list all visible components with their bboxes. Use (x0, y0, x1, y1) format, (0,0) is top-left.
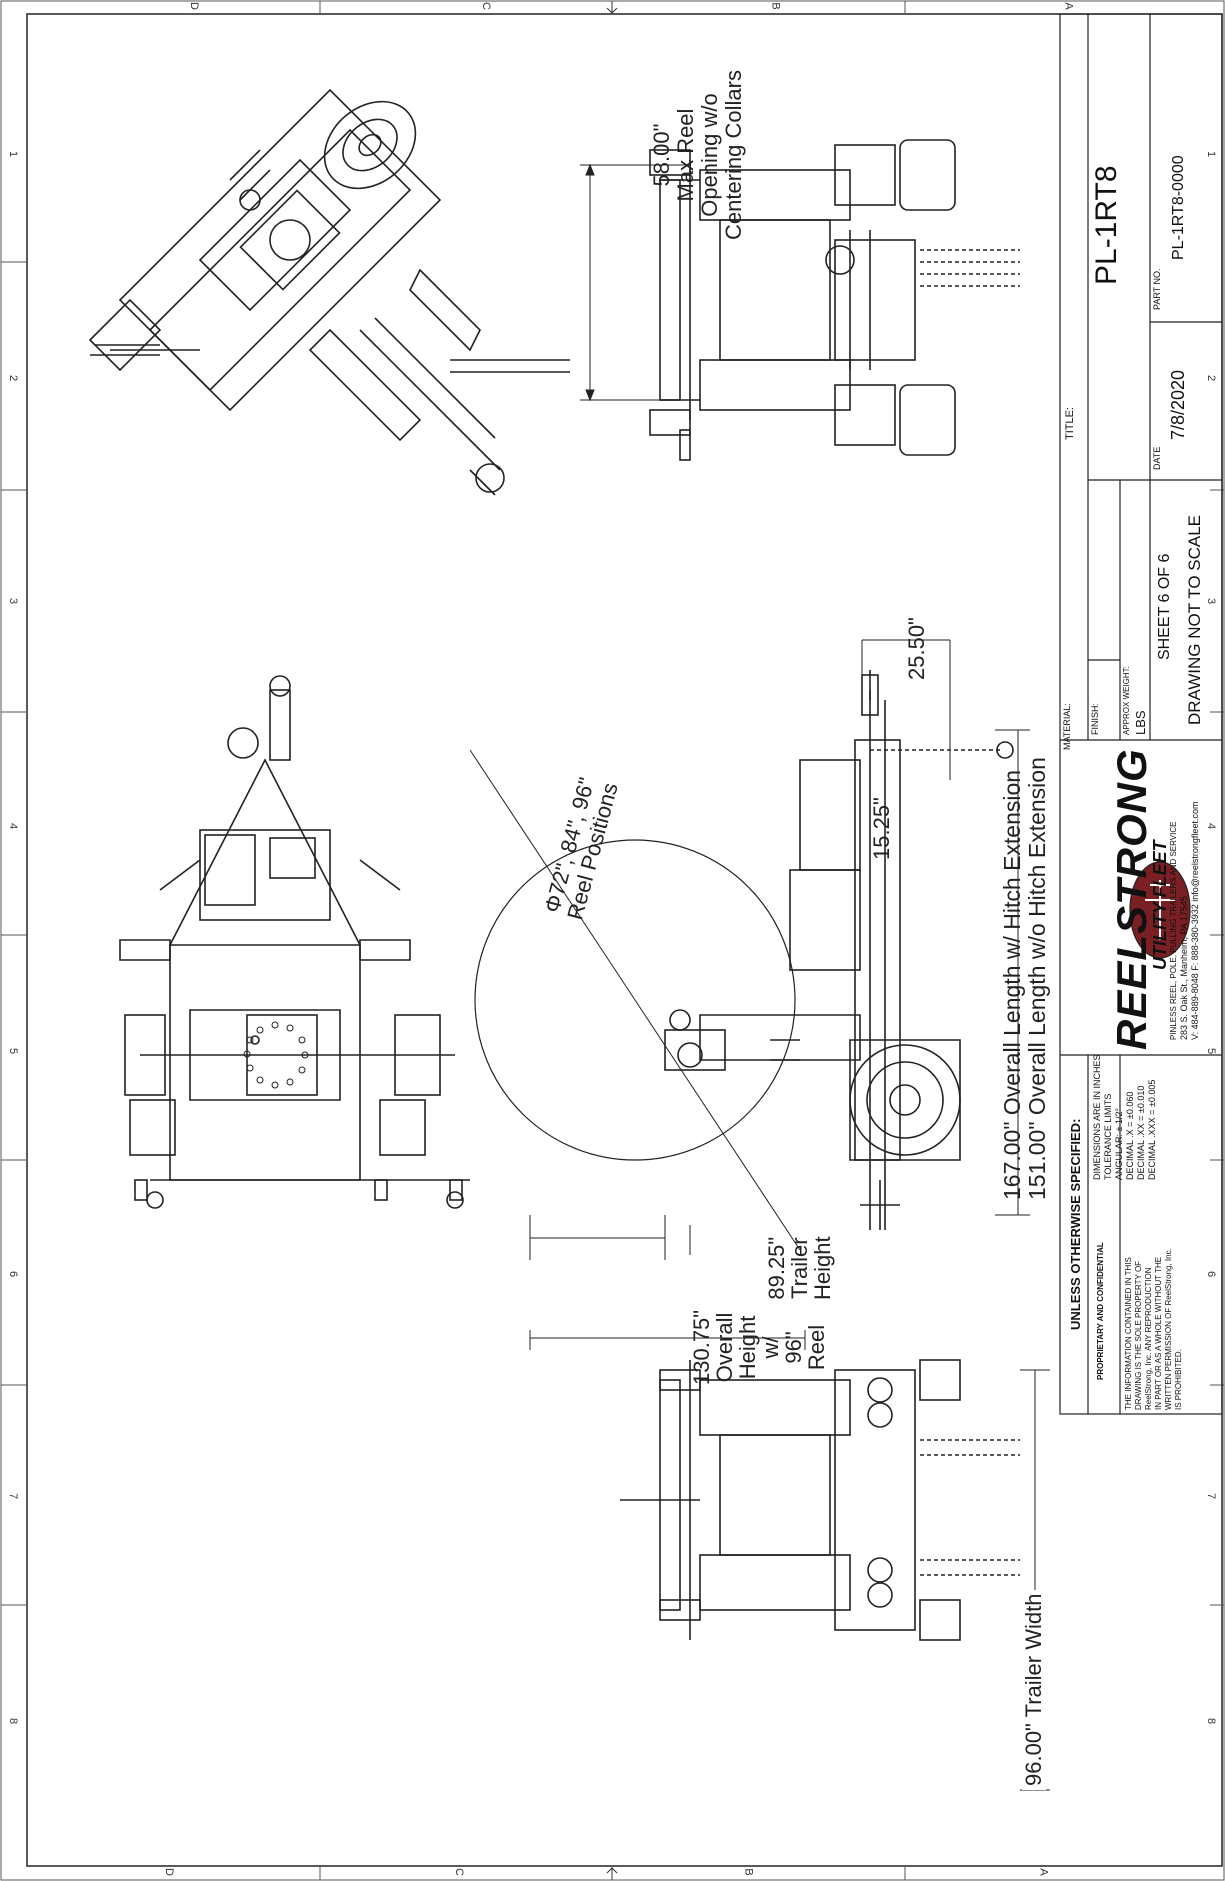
zone-left-8: 8 (7, 1717, 20, 1725)
plan-view (119, 675, 470, 1209)
zone-left-6: 6 (7, 1270, 20, 1278)
drawing-title: PL-1RT8 (1090, 165, 1123, 285)
overall-length-hitch-label: 167.00" Overall Length w/ Hitch Extensio… (999, 769, 1025, 1200)
zone-right-2: 2 (1205, 374, 1218, 382)
brand-name: REELSTRONG (1108, 748, 1155, 1050)
part-no-label: PART NO. (1152, 268, 1162, 310)
zone-left-7: 7 (7, 1492, 20, 1500)
zone-bottom-a: A (1037, 1868, 1050, 1876)
zone-left-2: 2 (7, 374, 20, 382)
dim-25-50-label: 25.50" (904, 617, 929, 680)
side-view-dimension-lines (529, 639, 1030, 1350)
zone-left-1: 1 (7, 150, 20, 158)
finish-label: FINISH: (1090, 702, 1100, 735)
company-address: PINLESS REEL, POLE, PULLING TRAILERS AND… (1169, 801, 1200, 1040)
unless-specified-heading: UNLESS OTHERWISE SPECIFIED: (1068, 1118, 1083, 1330)
zone-left-3: 3 (7, 597, 20, 605)
date-value: 7/8/2020 (1168, 369, 1188, 440)
zone-top-c: C (479, 2, 492, 10)
scale-note: DRAWING NOT TO SCALE (1185, 514, 1204, 725)
title-label: TITLE: (1064, 406, 1076, 440)
side-view (469, 670, 1014, 1251)
max-reel-label: 58.00" Max Reel Opening w/o Centering Co… (649, 70, 746, 240)
zone-left-4: 4 (7, 822, 20, 830)
zone-bottom-b: B (742, 1868, 755, 1876)
sheet-number: SHEET 6 OF 6 (1156, 553, 1173, 660)
zone-bottom-c: C (452, 1868, 465, 1876)
tolerance-notes: DIMENSIONS ARE IN INCHES TOLERANCE LIMIT… (1092, 1054, 1157, 1180)
front-view-bottom (620, 1359, 1020, 1641)
center-mark-top (606, 2, 618, 14)
zone-right-4: 4 (1205, 822, 1218, 830)
overall-length-no-hitch-label: 151.00" Overall Length w/o Hitch Extensi… (1024, 757, 1050, 1200)
center-mark-bottom (606, 1867, 618, 1879)
proprietary-notice: THE INFORMATION CONTAINED IN THIS DRAWIN… (1124, 1248, 1183, 1410)
weight-unit: LBS (1133, 710, 1148, 735)
material-label: MATERIAL: (1062, 703, 1072, 750)
zone-top-a: A (1062, 2, 1075, 10)
trailer-height-label: 89.25" Trailer Height (764, 1236, 835, 1300)
zone-right-6: 6 (1205, 1270, 1218, 1278)
zone-right-1: 1 (1205, 150, 1218, 158)
zone-left-5: 5 (7, 1047, 20, 1055)
zone-top-b: B (769, 2, 782, 10)
zone-right-7: 7 (1205, 1492, 1218, 1500)
dim-15-25-label: 15.25" (869, 797, 894, 860)
reelstrong-logo-icon (1145, 880, 1175, 940)
overall-height-label: 130.75" Overall Height w/ 96" Reel (689, 1309, 829, 1385)
zone-top-d: D (187, 2, 200, 10)
date-label: DATE (1152, 446, 1162, 470)
zone-bottom-d: D (162, 1868, 175, 1876)
zone-right-8: 8 (1205, 1717, 1218, 1725)
zone-right-5: 5 (1205, 1047, 1218, 1055)
zone-right-3: 3 (1205, 597, 1218, 605)
trailer-width-label: 96.00" Trailer Width (1021, 1589, 1046, 1790)
approx-weight-label: APPROX WEIGHT: (1122, 666, 1131, 735)
part-number: PL-1RT8-0000 (1170, 155, 1187, 260)
title-block (1059, 13, 1223, 1415)
max-reel-dimension-line (580, 163, 690, 402)
proprietary-heading: PROPRIETARY AND CONFIDENTIAL (1096, 1242, 1105, 1380)
isometric-view (88, 88, 570, 496)
